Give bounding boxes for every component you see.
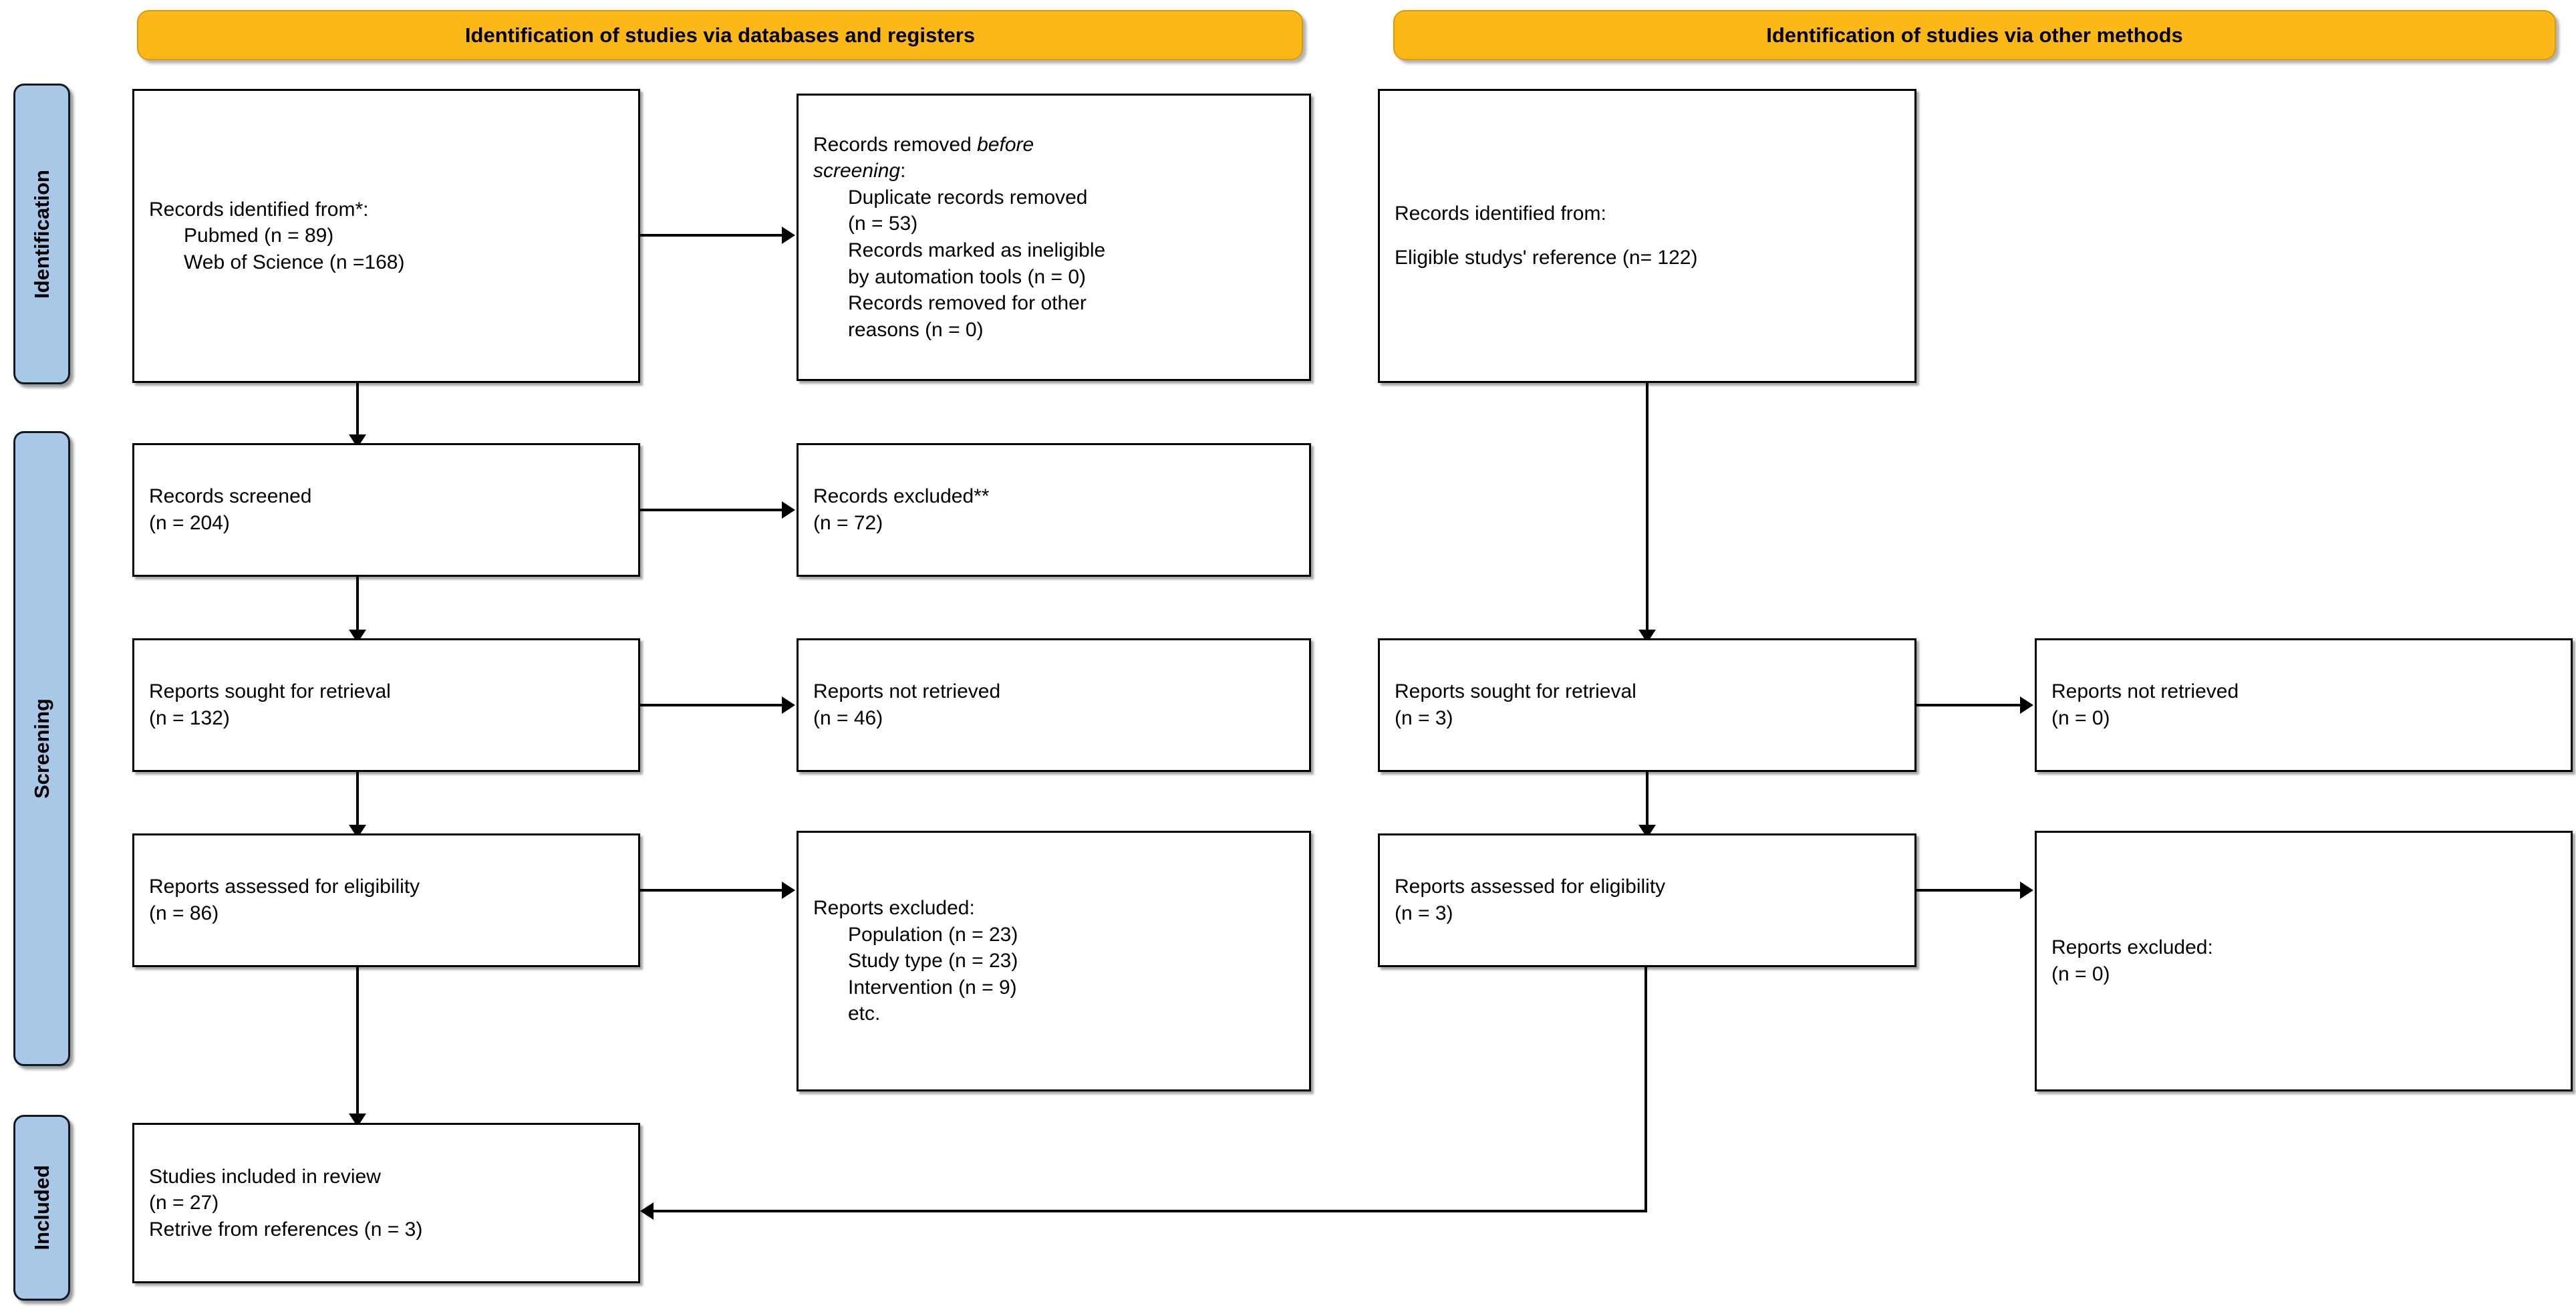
box-reports-excluded-reasons: Reports excluded: Population (n = 23) St… xyxy=(797,831,1311,1091)
box-records-screened: Records screened (n = 204) xyxy=(132,443,640,577)
connector-other-assessed-elbow-vertical xyxy=(1644,967,1647,1212)
records-removed-line-4: (n = 53) xyxy=(848,213,918,235)
stage-label-screening: Screening xyxy=(29,698,53,799)
stage-label-identification: Identification xyxy=(29,169,53,299)
connector-sought-to-not-retrieved xyxy=(640,704,782,706)
reports-sought-line-1: Reports sought for retrieval xyxy=(149,680,391,703)
connector-screened-to-excluded xyxy=(640,509,782,511)
records-identified-line-3: Web of Science (n =168) xyxy=(184,251,405,273)
box-reports-sought: Reports sought for retrieval (n = 132) xyxy=(132,638,640,772)
stage-bar-identification: Identification xyxy=(13,84,70,384)
reports-excluded-line-5: etc. xyxy=(848,1003,881,1025)
box-other-reports-not-retrieved: Reports not retrieved (n = 0) xyxy=(2035,638,2573,772)
connector-screened-to-sought xyxy=(356,577,359,634)
records-excluded-line-2: (n = 72) xyxy=(813,512,883,534)
stage-bar-included: Included xyxy=(13,1115,70,1301)
connector-identified-to-removed xyxy=(640,234,782,237)
reports-sought-line-2: (n = 132) xyxy=(149,707,230,729)
box-other-reports-excluded: Reports excluded: (n = 0) xyxy=(2035,831,2573,1091)
other-identified-spacer xyxy=(1395,227,1900,245)
connector-other-assessed-to-excluded xyxy=(1916,889,2020,892)
connector-assessed-to-reports-excluded xyxy=(640,889,782,892)
records-removed-line-6: by automation tools (n = 0) xyxy=(848,265,1087,288)
banner-databases-registers: Identification of studies via databases … xyxy=(137,10,1303,60)
other-identified-line-2: Eligible studys' reference (n= 122) xyxy=(1395,247,1698,269)
arrow-other-assessed-to-excluded xyxy=(2020,882,2033,899)
other-identified-line-1: Records identified from: xyxy=(1395,203,1606,225)
records-removed-line-8: reasons (n = 0) xyxy=(848,318,984,341)
box-reports-assessed: Reports assessed for eligibility (n = 86… xyxy=(132,833,640,967)
stage-bar-screening: Screening xyxy=(13,431,70,1066)
other-not-retrieved-line-1: Reports not retrieved xyxy=(2051,680,2239,703)
arrow-identified-to-removed xyxy=(782,227,795,244)
other-sought-line-1: Reports sought for retrieval xyxy=(1395,680,1636,703)
connector-other-identified-to-sought xyxy=(1646,383,1649,634)
arrow-sought-to-not-retrieved xyxy=(782,696,795,714)
reports-not-retrieved-line-2: (n = 46) xyxy=(813,707,883,729)
connector-other-assessed-elbow-horizontal xyxy=(654,1210,1647,1212)
banner-databases-label: Identification of studies via databases … xyxy=(464,23,976,47)
records-removed-line-2: screening: xyxy=(813,160,906,182)
arrow-assessed-to-reports-excluded xyxy=(782,882,795,899)
box-studies-included: Studies included in review (n = 27) Retr… xyxy=(132,1123,640,1283)
arrow-other-assessed-to-included xyxy=(640,1202,654,1220)
arrow-other-sought-to-not-retrieved xyxy=(2020,696,2033,714)
box-other-reports-assessed: Reports assessed for eligibility (n = 3) xyxy=(1378,833,1916,967)
connector-assessed-to-included xyxy=(356,967,359,1118)
other-reports-excluded-line-1: Reports excluded: xyxy=(2051,936,2213,959)
records-screened-line-1: Records screened xyxy=(149,485,312,508)
connector-other-sought-to-not-retrieved xyxy=(1916,704,2020,706)
records-excluded-line-1: Records excluded** xyxy=(813,485,990,508)
studies-included-line-1: Studies included in review xyxy=(149,1165,381,1188)
banner-other-methods: Identification of studies via other meth… xyxy=(1393,10,2556,60)
other-assessed-line-1: Reports assessed for eligibility xyxy=(1395,876,1666,898)
reports-not-retrieved-line-1: Reports not retrieved xyxy=(813,680,1001,703)
reports-assessed-line-2: (n = 86) xyxy=(149,902,219,924)
reports-excluded-line-2: Population (n = 23) xyxy=(848,923,1018,946)
other-reports-excluded-line-2: (n = 0) xyxy=(2051,963,2110,985)
records-screened-line-2: (n = 204) xyxy=(149,512,230,534)
box-reports-not-retrieved: Reports not retrieved (n = 46) xyxy=(797,638,1311,772)
records-identified-line-1: Records identified from*: xyxy=(149,198,369,221)
reports-excluded-line-4: Intervention (n = 9) xyxy=(848,976,1017,999)
records-identified-line-2: Pubmed (n = 89) xyxy=(184,225,334,247)
box-records-identified-databases: Records identified from*: Pubmed (n = 89… xyxy=(132,89,640,383)
other-sought-line-2: (n = 3) xyxy=(1395,707,1453,729)
records-removed-line-7: Records removed for other xyxy=(848,292,1087,315)
reports-excluded-line-3: Study type (n = 23) xyxy=(848,950,1018,972)
reports-assessed-line-1: Reports assessed for eligibility xyxy=(149,876,420,898)
other-not-retrieved-line-2: (n = 0) xyxy=(2051,707,2110,729)
reports-excluded-line-1: Reports excluded: xyxy=(813,897,975,920)
stage-label-included: Included xyxy=(29,1165,53,1251)
connector-other-sought-to-assessed xyxy=(1646,772,1649,829)
box-records-removed-before-screening: Records removed before screening: Duplic… xyxy=(797,94,1311,381)
connector-sought-to-assessed xyxy=(356,772,359,829)
records-removed-line-3: Duplicate records removed xyxy=(848,186,1088,209)
box-records-identified-other: Records identified from: Eligible studys… xyxy=(1378,89,1916,383)
other-assessed-line-2: (n = 3) xyxy=(1395,902,1453,924)
records-removed-line-1: Records removed before xyxy=(813,133,1034,156)
banner-other-label: Identification of studies via other meth… xyxy=(1766,23,2183,47)
records-removed-line-5: Records marked as ineligible xyxy=(848,239,1106,261)
studies-included-line-3: Retrive from references (n = 3) xyxy=(149,1218,423,1240)
box-other-reports-sought: Reports sought for retrieval (n = 3) xyxy=(1378,638,1916,772)
arrow-screened-to-excluded xyxy=(782,501,795,519)
connector-identified-to-screened xyxy=(356,383,359,438)
box-records-excluded: Records excluded** (n = 72) xyxy=(797,443,1311,577)
studies-included-line-2: (n = 27) xyxy=(149,1192,219,1214)
